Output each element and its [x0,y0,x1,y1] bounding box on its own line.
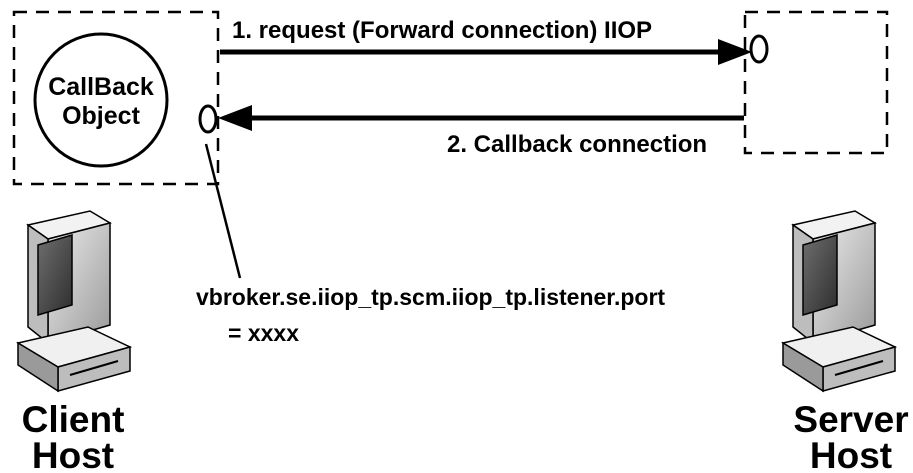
server-endpoint-port [749,34,769,64]
client-host-label-line2: Host [32,435,114,473]
server-computer-icon [781,210,898,393]
listener-property-value: = xxxx [228,320,299,346]
server-host-label-line1: Server [793,399,908,440]
callback-object-label-line2: Object [62,102,140,130]
callback-arrow-label: 2. Callback connection [447,131,707,158]
client-listener-port [198,104,218,134]
client-computer-icon [16,210,133,393]
callback-arrow [218,105,744,131]
listener-property-label: vbroker.se.iiop_tp.scm.iiop_tp.listener.… [196,284,665,310]
client-host-label-line1: Client [22,399,125,440]
server-host-label-line2: Host [810,435,892,473]
listener-pointer-line [204,143,242,279]
request-arrow [220,39,752,65]
server-process-boundary [743,10,889,155]
client-process-boundary [12,10,220,186]
request-arrow-label: 1. request (Forward connection) IIOP [232,17,652,44]
callback-object: CallBack Object [33,32,169,168]
callback-object-label-line1: CallBack [48,73,154,101]
